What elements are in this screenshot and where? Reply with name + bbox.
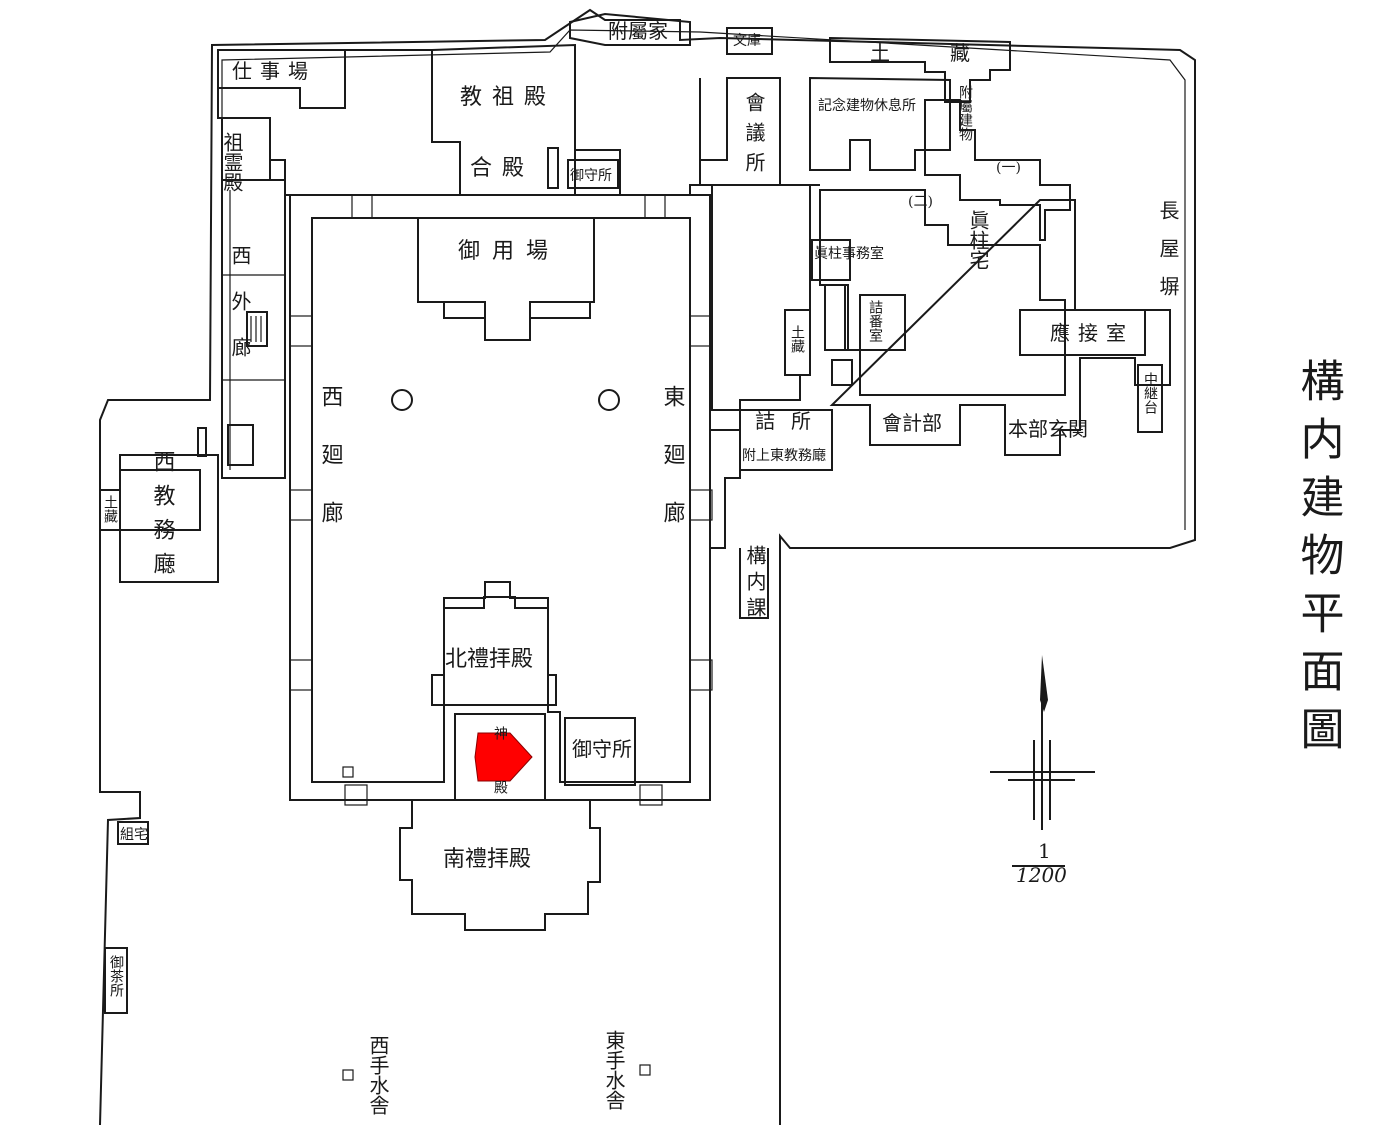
compound-boundary [99, 8, 1196, 1125]
label-goshu-sho-top: 御守所 [570, 168, 612, 184]
label-nishi-temizu: 西手水舎 [366, 1035, 390, 1115]
label-goshu-sho-bottom: 御守所 [572, 737, 632, 761]
label-higashi-kairo: 東廻廊 [660, 385, 686, 559]
east-outer [739, 548, 769, 619]
scale-label: 1 1200 [1012, 839, 1067, 887]
label-shigoto-ba: 仕事場 [232, 59, 316, 83]
label-nishi-kyomu: 西教務廰 [150, 450, 176, 586]
labels: 仕事場 教祖殿 祖霊殿 合殿 御用場 御守所 會議所 附屬家 文庫 土藏 記念建… [102, 19, 1180, 1115]
label-kaikei-bu: 會計部 [882, 411, 942, 435]
label-chukei-dai: 中継台 [1142, 372, 1158, 414]
label-fuzoku-tatemono: 附屬建物 [957, 85, 973, 142]
label-nishi-kairo: 西廻廊 [318, 385, 344, 559]
label-shinbashira-jimu: 眞柱事務室 [814, 245, 884, 262]
highlight-marker[interactable] [474, 732, 533, 782]
label-mark-one: (一) [996, 160, 1021, 176]
label-bunko: 文庫 [733, 32, 761, 49]
label-dozo-mid: 土藏 [789, 325, 805, 353]
scale-numerator: 1 [1038, 839, 1051, 863]
east-wing [709, 184, 1171, 549]
label-tsume-ban: 詰番室 [867, 300, 883, 342]
label-sorei-den: 祖霊殿 [220, 132, 244, 192]
label-minami-raihai: 南禮拝殿 [443, 847, 531, 872]
label-tsume-sho: 詰所 [755, 409, 827, 433]
label-gochasho: 御茶所 [108, 955, 124, 997]
label-shin-den: 神殿 [492, 726, 508, 834]
label-shinbashira-taku: 眞柱宅 [966, 210, 990, 270]
west-wing [99, 117, 286, 583]
label-fuzoku-sha: 附屬家 [608, 19, 668, 43]
north-gate [569, 12, 773, 55]
label-ousetsu: 應接室 [1050, 321, 1134, 345]
central-shrine [289, 194, 713, 931]
label-gotei-den: 合殿 [470, 156, 534, 181]
north-arrow [990, 655, 1095, 830]
label-kita-raihai: 北禮拝殿 [445, 647, 533, 672]
label-kumi-taku: 組宅 [120, 827, 148, 843]
label-dozo-top: 土藏 [870, 41, 1030, 65]
label-gyoyo-ba: 御用場 [458, 239, 560, 264]
label-mark-two: (二) [908, 194, 933, 210]
label-kyomu-cho-upper: 附上東教務廰 [742, 448, 826, 464]
label-honbu-genkan: 本部玄関 [1008, 417, 1088, 441]
map-title: 構内建物平面圖 [1293, 358, 1344, 764]
southwest-structures [104, 766, 651, 1081]
label-nishi-gai-ro: 西外廊 [228, 245, 252, 383]
label-kyoso-den: 教祖殿 [460, 85, 556, 110]
label-kinen-kyusoku: 記念建物休息所 [818, 97, 916, 114]
label-nagaya-bei: 長屋塀 [1156, 200, 1180, 314]
northeast-cluster [699, 36, 1071, 241]
label-higashi-temizu: 東手水舎 [602, 1030, 626, 1110]
label-dozo-left: 土藏 [102, 495, 118, 523]
label-kaigi-sho: 會議所 [742, 92, 766, 182]
label-kounai-ka: 構内課 [743, 545, 767, 623]
scale-denominator: 1200 [1016, 863, 1067, 887]
